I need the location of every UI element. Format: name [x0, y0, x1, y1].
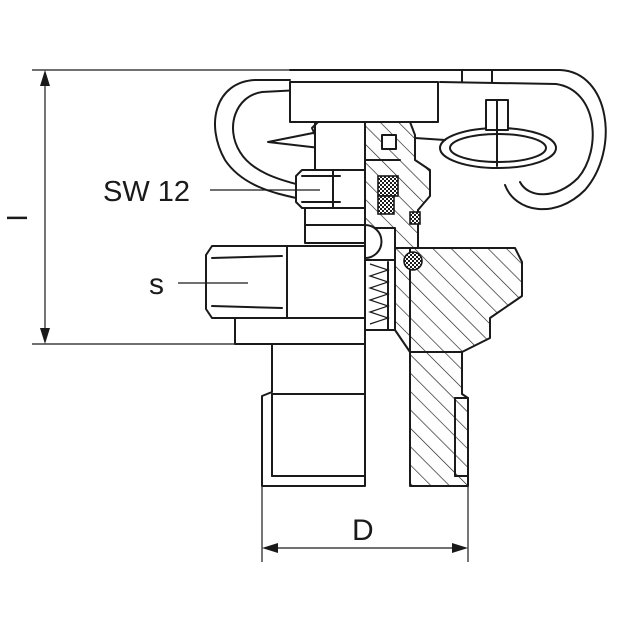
- collar: [234, 317, 366, 345]
- spring: [364, 259, 396, 331]
- key-ring: [414, 99, 557, 169]
- top-cap: [289, 81, 439, 123]
- ball: [364, 224, 383, 259]
- label-hex-size: s: [149, 268, 164, 301]
- threaded-body: [261, 343, 366, 487]
- sw12-hex-nut: [295, 169, 366, 209]
- label-sw12: SW 12: [103, 176, 190, 208]
- dimension-diameter: [261, 486, 469, 562]
- label-height: l: [2, 215, 33, 221]
- section-body: [409, 247, 523, 487]
- wire-bail: [214, 69, 607, 211]
- inner-bore: [394, 247, 411, 353]
- valve-insert: [364, 121, 431, 249]
- o-ring: [403, 251, 423, 271]
- label-diameter: D: [352, 514, 374, 547]
- upper-stem: [314, 121, 366, 171]
- dimension-height: [32, 69, 290, 345]
- large-hex-nut: [205, 245, 366, 319]
